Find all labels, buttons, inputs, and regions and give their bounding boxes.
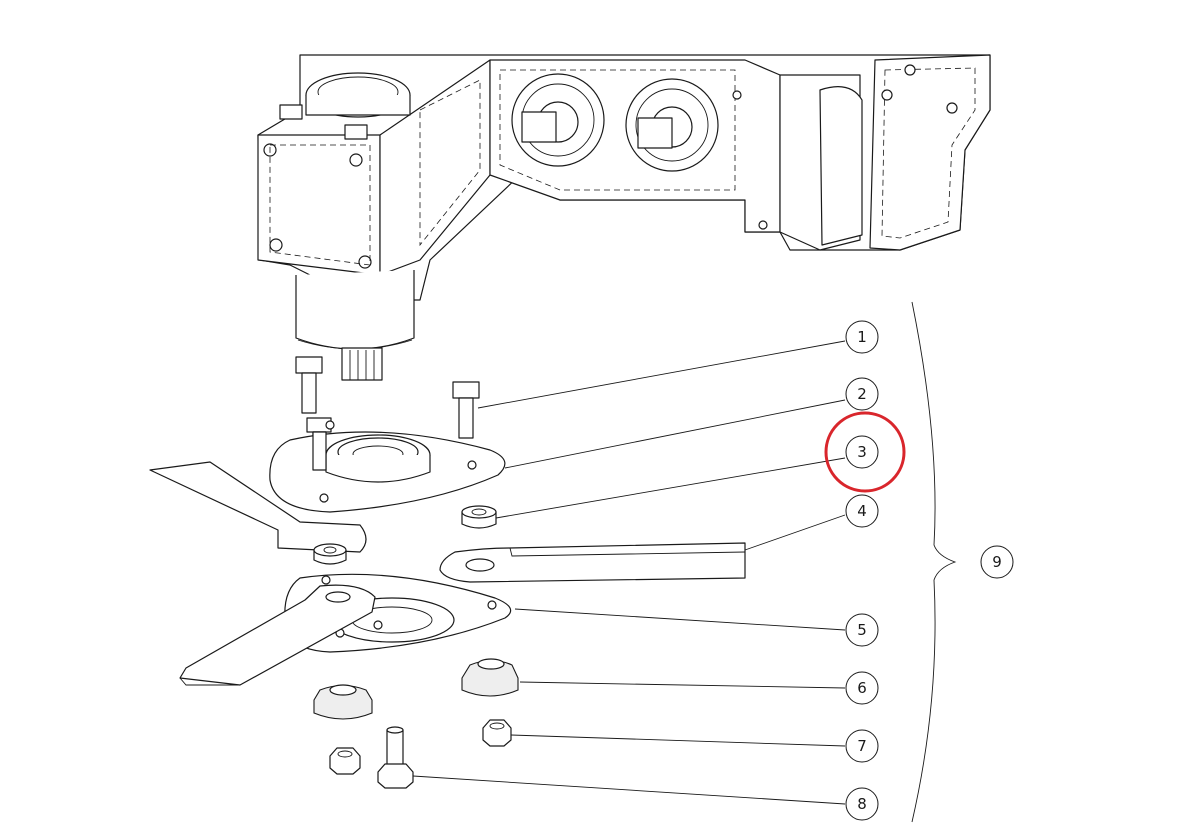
- callout-label: 1: [857, 328, 867, 346]
- leader-lines: [412, 340, 846, 805]
- lower-blade-left: [179, 584, 376, 686]
- callout-label: 4: [857, 502, 867, 520]
- callout-9: 9: [980, 545, 1014, 579]
- spacer-washer-left: [313, 543, 347, 565]
- rubber-foot-right: [461, 658, 519, 697]
- callout-label: 5: [857, 621, 867, 639]
- callout-6: 6: [845, 671, 879, 705]
- callout-4: 4: [845, 494, 879, 528]
- callout-label: 7: [857, 737, 867, 755]
- blade-right: [439, 542, 746, 583]
- rubber-foot-left: [313, 684, 373, 720]
- callout-label: 6: [857, 679, 867, 697]
- nut-left: [329, 747, 361, 775]
- callout-3: 3: [845, 435, 879, 469]
- bottom-bolt: [377, 726, 414, 789]
- callout-1: 1: [845, 320, 879, 354]
- upper-plate-with-bearing: [269, 420, 506, 513]
- spacer-washer: [461, 505, 497, 529]
- bolt-upper-right: [452, 381, 480, 439]
- highlight-ring: [824, 411, 906, 493]
- callout-label: 3: [857, 443, 867, 461]
- grouping-brace: [911, 301, 957, 823]
- nut-right: [482, 719, 512, 747]
- callout-8: 8: [845, 787, 879, 821]
- callout-2: 2: [845, 377, 879, 411]
- callout-7: 7: [845, 729, 879, 763]
- motor-pump-assembly: [257, 54, 991, 381]
- callout-5: 5: [845, 613, 879, 647]
- bolt-upper-left: [295, 356, 323, 414]
- callout-label: 2: [857, 385, 867, 403]
- callout-label: 8: [857, 795, 867, 813]
- callout-label: 9: [992, 553, 1002, 571]
